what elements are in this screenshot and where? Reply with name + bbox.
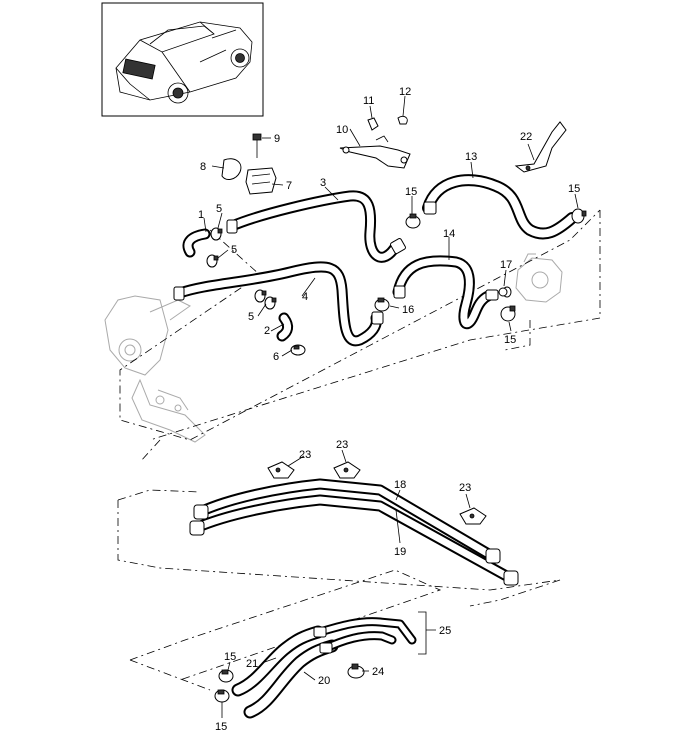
bolt-9 [252,133,262,158]
clamp [218,669,234,683]
callout-21: 21 [246,658,258,670]
hose-25-upper [315,617,417,645]
callout-7: 7 [286,180,292,192]
callout-17: 17 [500,259,512,271]
holder-23c [459,507,487,525]
callout-4: 4 [302,291,308,303]
clamp [500,305,516,322]
clamp [210,227,223,241]
hose-clamps [206,208,587,703]
hose-25-lower [321,631,397,653]
holder-7 [245,167,277,195]
callout-2: 2 [264,325,270,337]
callout-16: 16 [402,304,414,316]
callout-13: 13 [465,151,477,163]
pipe-19 [190,494,516,584]
hose-4 [174,261,382,347]
callout-labels: 1 2 3 4 5 5 5 6 7 8 9 10 11 12 13 14 15 … [198,86,580,733]
callout-6: 6 [273,351,279,363]
callout-15a: 15 [405,186,417,198]
clip-11 [367,117,379,131]
callout-15d: 15 [224,651,236,663]
callout-15e: 15 [215,721,227,733]
hose-13 [422,174,578,240]
callout-15b: 15 [568,183,580,195]
clamp [254,289,267,303]
holder-23b [333,461,361,479]
hose-end-fittings [173,201,519,654]
callout-9: 9 [274,133,280,145]
hose-1 [182,228,211,258]
callout-3: 3 [320,177,326,189]
callout-5b: 5 [231,244,237,256]
brackets [221,115,567,525]
vehicle-thumbnail [101,2,264,117]
clamp [347,663,365,679]
callout-24: 24 [372,666,384,678]
clamp [264,296,277,310]
bracket-22 [514,121,567,173]
clip-12 [397,115,408,125]
callout-23c: 23 [459,482,471,494]
hose-2 [276,312,294,342]
engine-housing-outline [104,295,206,443]
auxiliary-pump-outline [515,253,563,303]
callout-19: 19 [394,546,406,558]
callout-5a: 5 [216,203,222,215]
callout-14: 14 [443,228,455,240]
clamp [290,344,306,356]
callout-23a: 23 [299,449,311,461]
callout-11: 11 [363,95,374,107]
hose-3 [226,190,402,263]
callout-23b: 23 [336,439,348,451]
callout-18: 18 [394,479,406,491]
callout-10: 10 [336,124,348,136]
callout-5c: 5 [248,311,254,323]
callout-1: 1 [198,209,204,221]
clamp [374,297,390,312]
holder-23a [267,461,295,479]
leader-lines [203,95,579,718]
clamp [405,213,421,229]
clip-8 [221,158,242,180]
callout-15c: 15 [504,334,516,346]
connector-17 [498,287,508,297]
callout-20: 20 [318,675,330,687]
callout-25: 25 [439,625,451,637]
clamp [214,689,230,703]
coolant-hoses [174,174,578,719]
bracket-10 [339,135,411,169]
hose-14 [392,255,494,330]
hose-21 [231,625,325,697]
clamp [571,208,587,224]
callout-22: 22 [520,131,532,143]
clamp [206,254,219,268]
callout-12: 12 [399,86,411,98]
callout-8: 8 [200,161,206,173]
pipe-18 [194,478,498,562]
